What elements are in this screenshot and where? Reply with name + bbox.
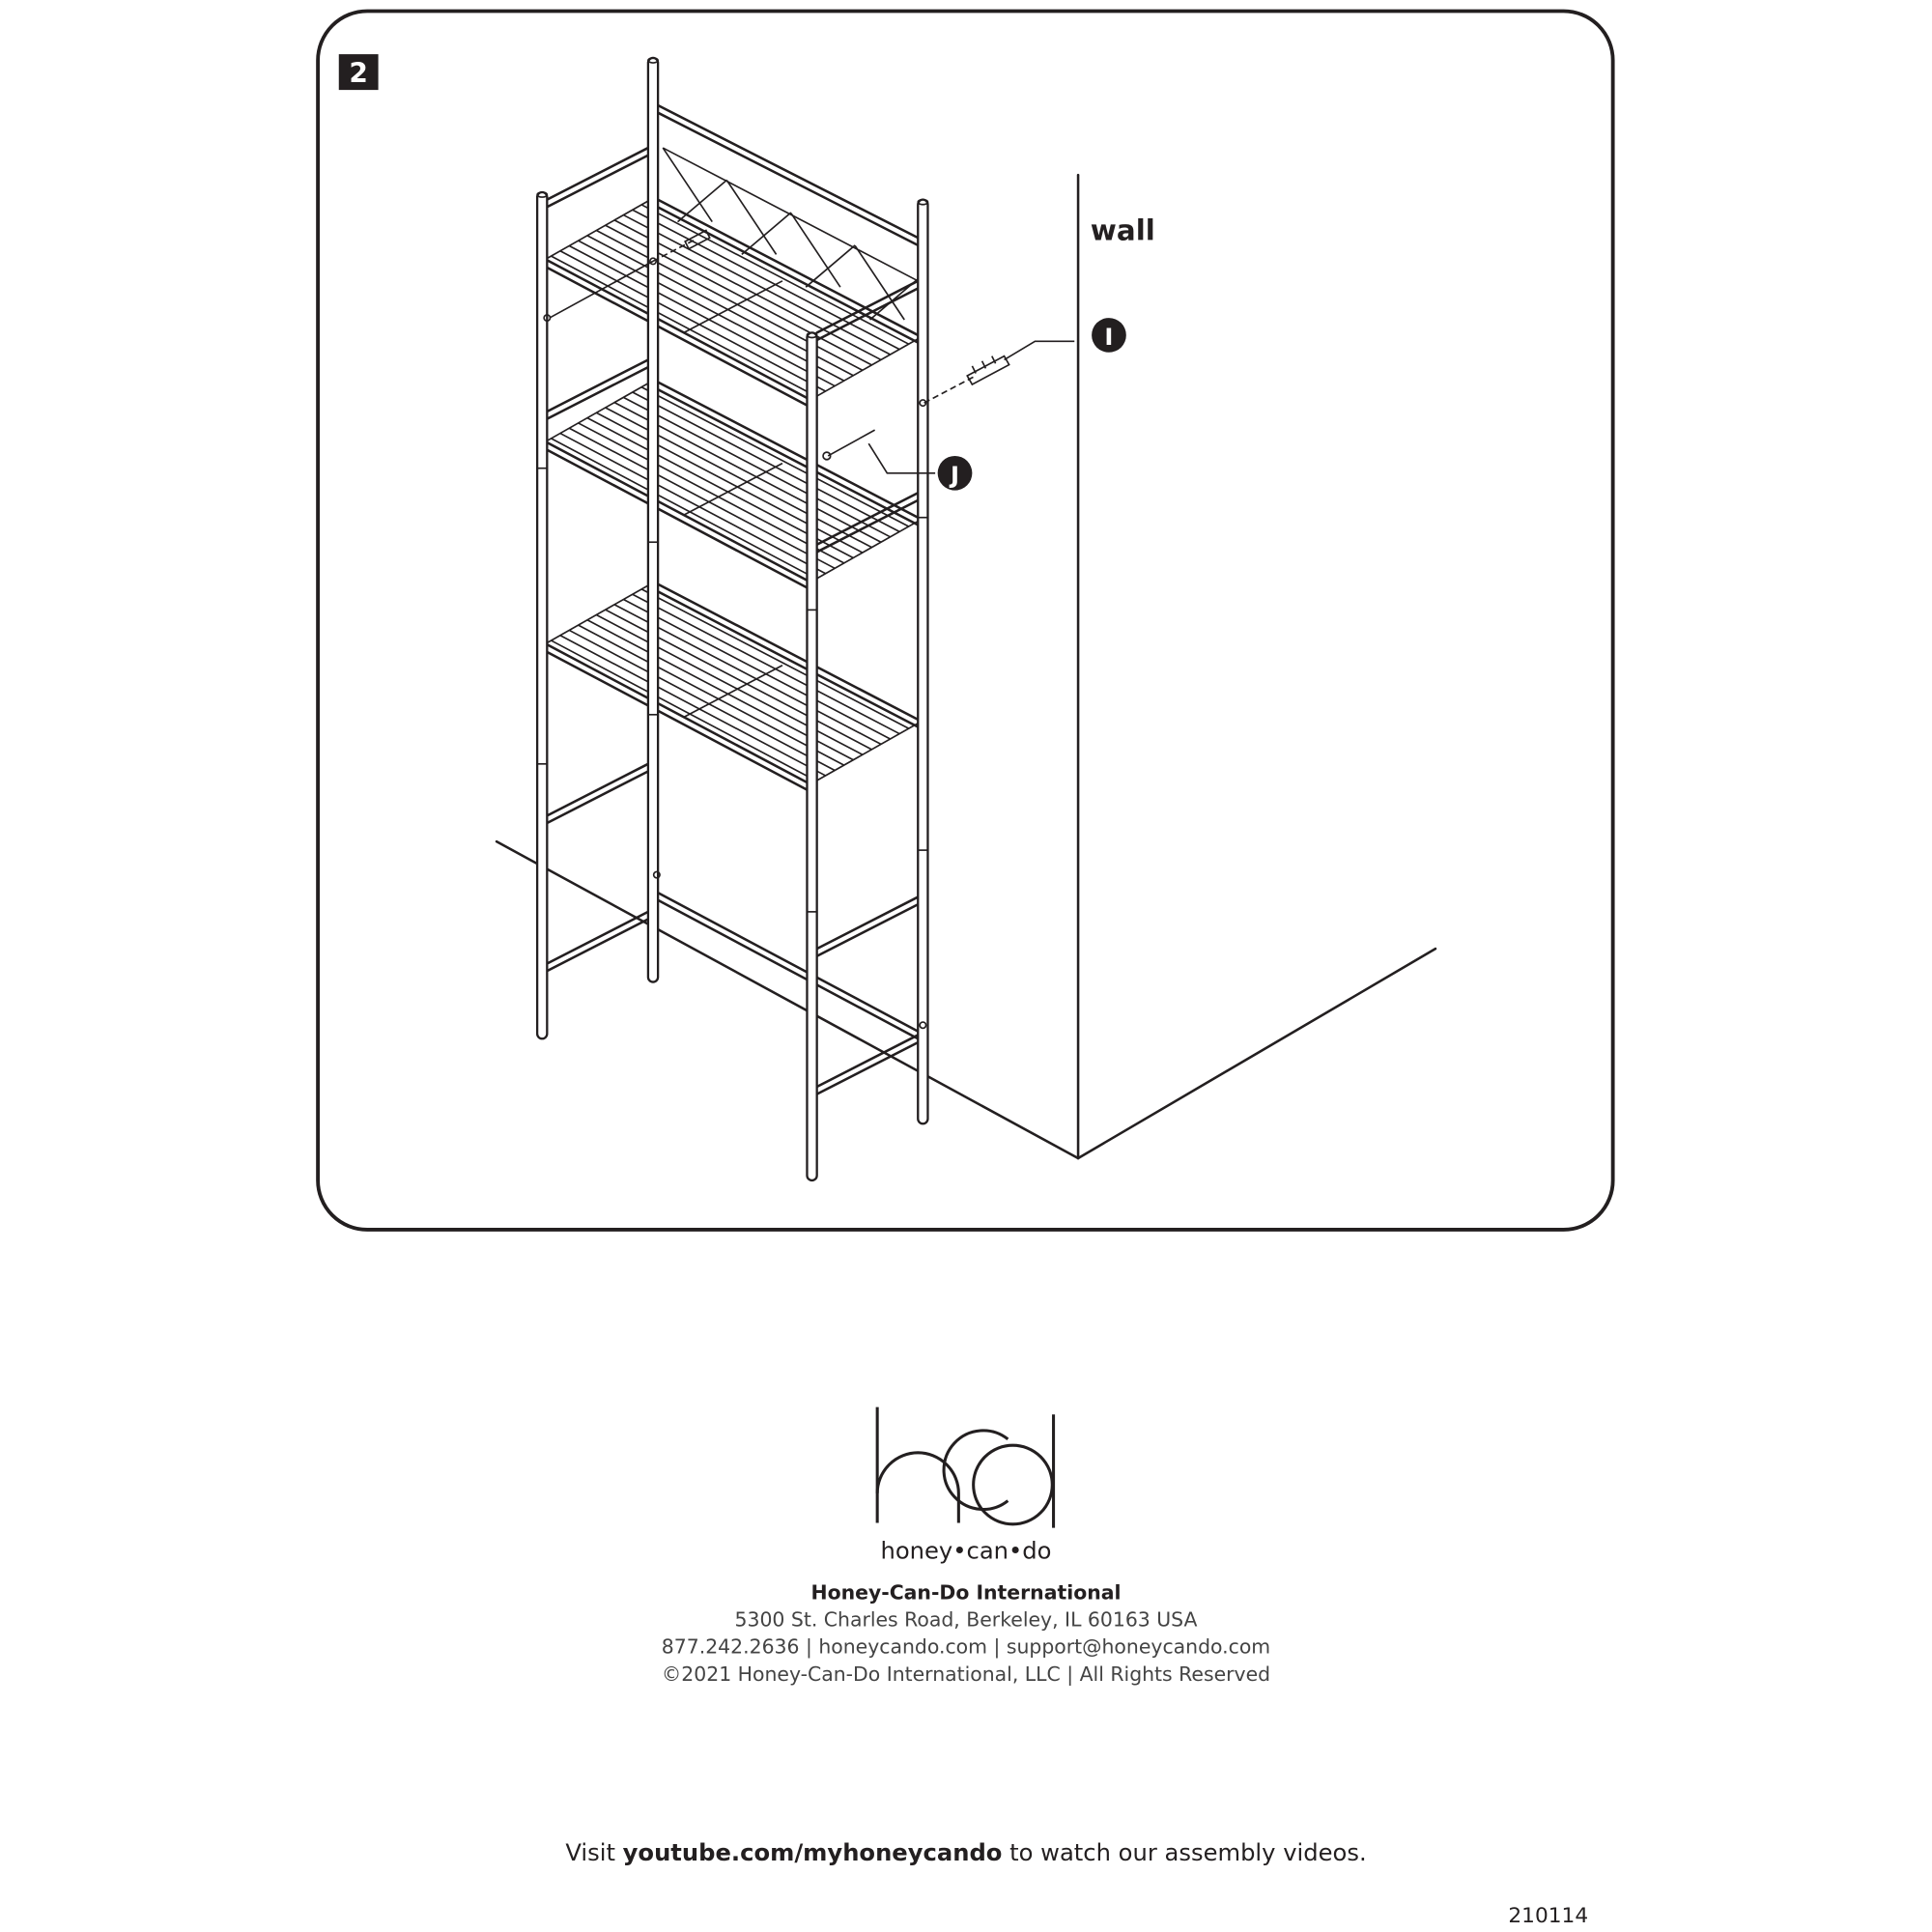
shelf-slat — [632, 593, 900, 735]
shelf-slat — [632, 391, 900, 533]
shelf-slat — [559, 432, 826, 575]
shelf-slat — [578, 240, 845, 382]
company-name: Honey-Can-Do International — [811, 1581, 1122, 1605]
left-side-crossbar — [546, 910, 650, 965]
post-cap — [536, 191, 549, 198]
youtube-link[interactable]: youtube.com/myhoneycando — [623, 1839, 1003, 1866]
honey-can-do-logo — [875, 1406, 1056, 1528]
post-cap — [917, 198, 929, 206]
shelf-slat — [595, 229, 864, 372]
back-panel-diamond — [854, 245, 905, 321]
screw-hole — [652, 870, 661, 879]
shelf-support — [683, 665, 783, 719]
left-side-crossbar — [546, 365, 650, 420]
back-panel-diamond — [790, 213, 841, 288]
shelf-slat — [640, 204, 910, 345]
shelf-slat — [623, 396, 891, 538]
left-side-crossbar — [546, 918, 650, 973]
shelf-slat — [595, 613, 864, 755]
top-screw — [549, 229, 711, 319]
left-side-crossbar — [546, 154, 650, 209]
screw-hole — [919, 1021, 927, 1030]
callout-J-icon — [937, 455, 973, 491]
shelf-back-rail — [649, 586, 920, 728]
shelf-slat — [568, 244, 836, 387]
shelf-front-rail — [540, 263, 809, 407]
back-panel-diamond — [725, 180, 778, 255]
left-side-crossbar — [546, 770, 650, 825]
shelf-slat — [578, 422, 845, 564]
wall-label: wall — [1091, 214, 1155, 247]
step-frame — [316, 9, 1615, 1232]
document-code: 210114 — [1508, 1904, 1588, 1928]
screw-hole — [649, 257, 658, 266]
shelf-back-rail — [649, 194, 920, 337]
shelf-front-rail — [540, 439, 809, 582]
callout-J-label: J — [949, 462, 959, 489]
shelf-slat — [559, 635, 826, 777]
shelf-slat — [578, 624, 845, 766]
callout-I-icon — [1092, 318, 1126, 353]
shelf-slat — [551, 255, 817, 398]
right-side-crossbar — [815, 1034, 920, 1089]
right-side-crossbar — [815, 895, 920, 951]
shelf-support — [683, 280, 783, 334]
video-notice: Visit youtube.com/myhoneycando to watch … — [565, 1839, 1366, 1866]
shelf-support — [683, 462, 783, 516]
shelf-slat — [623, 598, 891, 740]
shelf-post — [535, 190, 549, 1040]
right-side-crossbar — [815, 1040, 920, 1095]
back-panel-edge — [662, 147, 919, 282]
shelf-post — [646, 56, 660, 983]
back-top-rail — [655, 110, 920, 247]
shelf-slat — [595, 412, 864, 554]
company-copyright: ©2021 Honey-Can-Do International, LLC | … — [662, 1662, 1270, 1687]
right-side-crossbar — [815, 287, 920, 342]
shelf-post — [917, 198, 929, 1125]
shelf-slat — [551, 639, 817, 782]
shelf-unit-illustration — [535, 56, 929, 1182]
shelf-back-rail — [649, 579, 920, 722]
back-top-rail — [655, 103, 920, 240]
company-contact: 877.242.2636 | honeycando.com | support@… — [662, 1635, 1270, 1660]
right-side-crossbar — [815, 491, 920, 547]
left-side-crossbar — [546, 762, 650, 817]
post-cap — [806, 331, 818, 339]
shelf-slat — [640, 588, 910, 729]
shelf-post — [806, 331, 818, 1182]
logo-wordmark: honey•can•do — [880, 1538, 1051, 1565]
shelf-slat — [568, 427, 836, 570]
back-panel-diamond — [676, 179, 728, 223]
shelf-slat — [551, 438, 817, 580]
wall-floor-lines — [495, 173, 1437, 1160]
step-number-badge: 2 — [338, 54, 379, 91]
shelf-front-rail — [540, 647, 809, 791]
screw-hole — [919, 399, 927, 408]
screw-J: J — [822, 429, 973, 491]
shelf-slat — [559, 250, 826, 392]
post-cap — [647, 57, 659, 64]
left-side-crossbar — [546, 146, 650, 201]
shelf-back-rail — [649, 202, 920, 344]
bottom-front-bar — [655, 897, 920, 1040]
right-side-crossbar — [815, 279, 920, 334]
company-address: 5300 St. Charles Road, Berkeley, IL 6016… — [735, 1608, 1198, 1632]
step-number: 2 — [349, 57, 368, 89]
shelf-slat — [640, 385, 910, 527]
shelf-back-rail — [649, 377, 920, 519]
left-side-crossbar — [546, 358, 650, 413]
bottom-front-bar — [655, 891, 920, 1033]
wall-anchor-I: I — [923, 318, 1126, 404]
shelf-front-rail — [540, 256, 809, 400]
shelf-front-rail — [540, 445, 809, 589]
shelf-slat — [568, 629, 836, 772]
right-side-crossbar — [815, 902, 920, 958]
back-panel-diamond — [662, 147, 713, 223]
shelf-back-rail — [649, 384, 920, 526]
callout-I-label: I — [1104, 324, 1113, 351]
shelf-slat — [632, 209, 900, 351]
shelf-front-rail — [540, 640, 809, 784]
shelf-slat — [623, 213, 891, 355]
